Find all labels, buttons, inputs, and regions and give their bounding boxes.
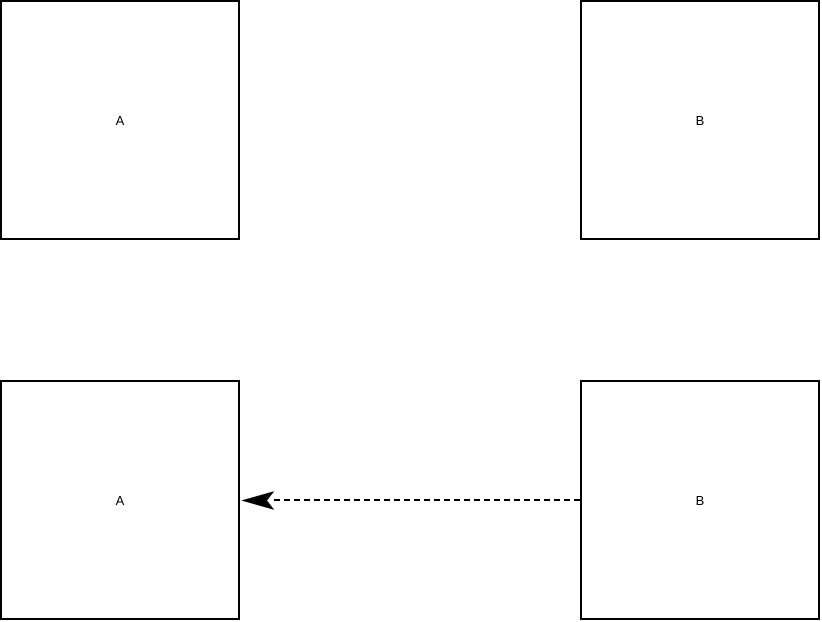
node-top-a[interactable]: A: [0, 0, 240, 240]
node-bottom-a[interactable]: A: [0, 380, 240, 620]
edge-b-to-a[interactable]: [241, 491, 580, 510]
arrowhead-left-icon: [241, 491, 275, 510]
node-label-top-b: B: [695, 112, 705, 128]
node-label-top-a: A: [115, 112, 125, 128]
node-bottom-b[interactable]: B: [580, 380, 820, 620]
node-label-bottom-a: A: [115, 492, 125, 508]
node-top-b[interactable]: B: [580, 0, 820, 240]
node-label-bottom-b: B: [695, 492, 705, 508]
